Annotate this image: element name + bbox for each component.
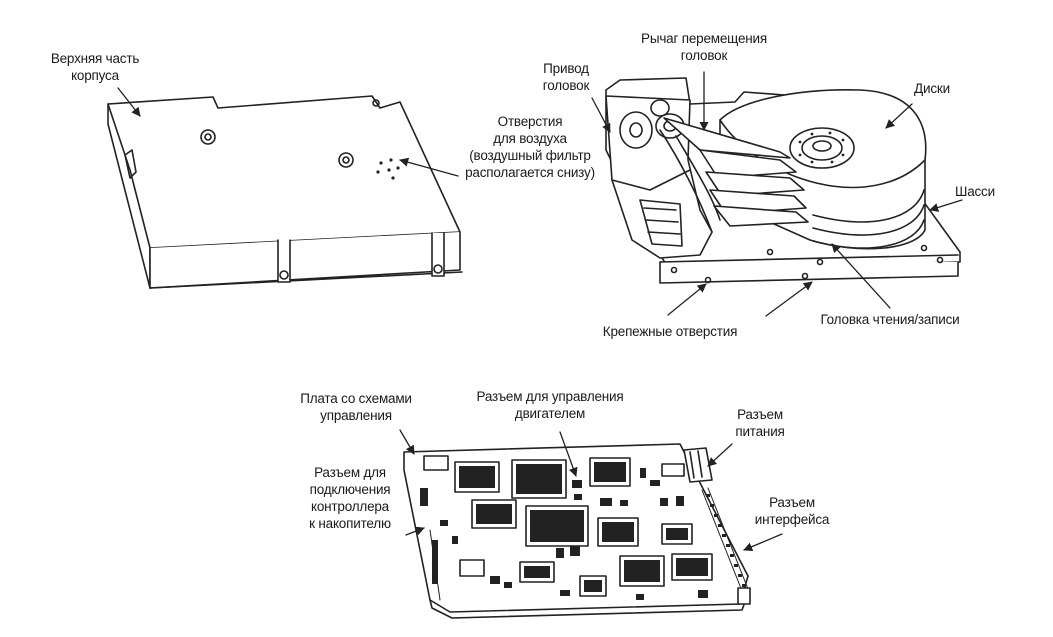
leader-arrows <box>117 71 963 552</box>
label-disks: Диски <box>914 81 950 96</box>
label-controller-connector: Разъем для подключения контроллера к нак… <box>309 465 391 531</box>
label-chassis: Шасси <box>955 184 995 199</box>
label-head-actuator: Привод головок <box>542 61 590 93</box>
label-power-connector: Разъем питания <box>735 407 785 439</box>
label-head-arm: Рычаг перемещения головок <box>641 31 767 63</box>
label-mount-holes: Крепежные отверстия <box>602 324 738 339</box>
label-interface-connector: Разъем интерфейса <box>754 495 830 527</box>
circuit-board-drawing <box>403 443 751 619</box>
drive-assembly-drawing <box>605 77 961 284</box>
label-top-cover: Верхняя часть корпуса <box>50 51 140 83</box>
label-air-holes: Отверстия для воздуха (воздушный фильтр … <box>465 114 595 180</box>
top-cover-drawing <box>107 95 463 289</box>
label-motor-connector: Разъем для управления двигателем <box>476 389 624 421</box>
label-control-board: Плата со схемами управления <box>300 391 412 423</box>
label-rw-head: Головка чтения/записи <box>820 312 960 327</box>
